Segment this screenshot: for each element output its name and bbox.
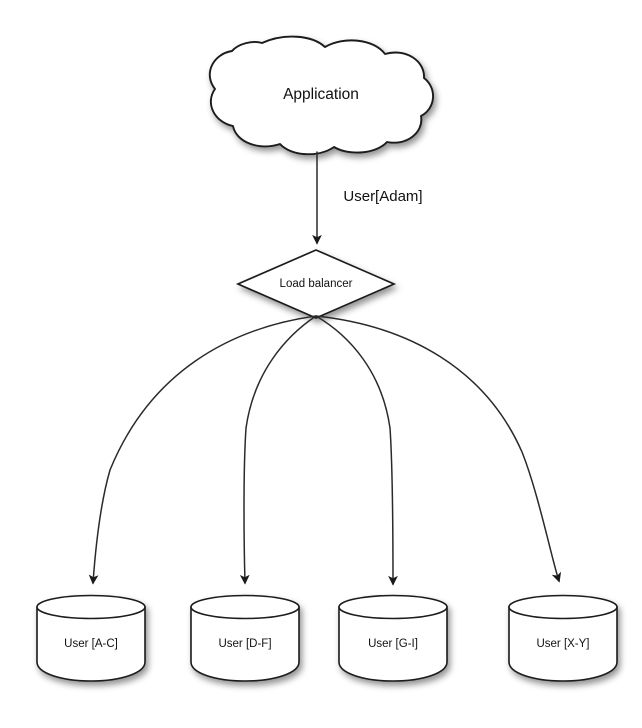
cylinder-body-3: [338, 606, 448, 682]
node-shard-4[interactable]: User [X-Y]: [508, 594, 618, 682]
edge-to-shard-1: [88, 315, 317, 585]
cylinder-top-1: [36, 594, 146, 620]
cylinder-top-4: [508, 594, 618, 620]
load-balancer-label: Load balancer: [280, 278, 353, 290]
cylinder-body-1: [36, 606, 146, 682]
edges-loadbalancer-to-shards: [88, 315, 562, 586]
cylinder-top-2: [190, 594, 300, 620]
cylinder-body-2: [190, 606, 300, 682]
edge-application-to-loadbalancer: User[Adam]: [312, 151, 423, 245]
shard-2-label: User [D-F]: [218, 638, 271, 650]
cylinder-body-4: [508, 606, 618, 682]
node-shard-1[interactable]: User [A-C]: [36, 594, 146, 682]
node-shard-2[interactable]: User [D-F]: [190, 594, 300, 682]
node-load-balancer[interactable]: Load balancer: [235, 249, 397, 319]
edge-to-shard-3: [315, 315, 398, 586]
node-application[interactable]: Application: [208, 35, 434, 156]
cylinder-top-3: [338, 594, 448, 620]
node-shard-3[interactable]: User [G-I]: [338, 594, 448, 682]
edge-to-shard-4: [315, 315, 562, 583]
shard-3-label: User [G-I]: [368, 638, 418, 650]
shard-4-label: User [X-Y]: [536, 638, 589, 650]
diamond-shape: [235, 249, 397, 319]
shard-1-label: User [A-C]: [64, 638, 118, 650]
application-label: Application: [283, 86, 359, 103]
edge-label-user-adam: User[Adam]: [343, 188, 422, 205]
cloud-shape: [208, 35, 434, 156]
edge-to-shard-2: [239, 315, 317, 585]
